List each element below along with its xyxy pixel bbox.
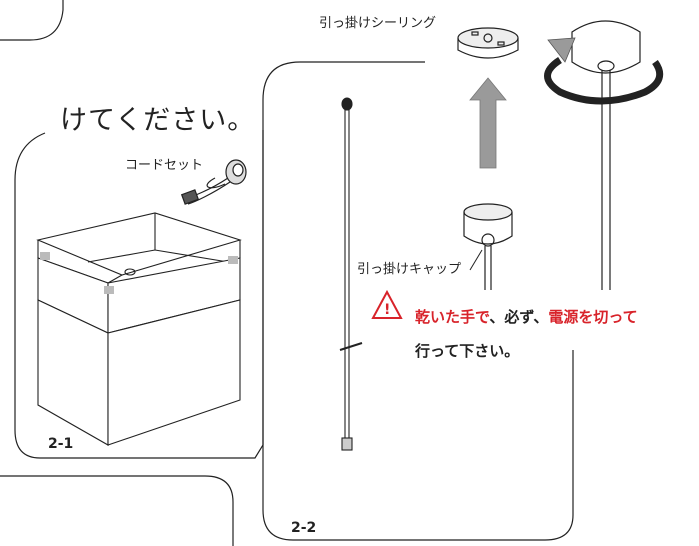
warning-must: 、必ず、 bbox=[489, 308, 549, 326]
warning-line-1: 乾いた手で、必ず、電源を切って bbox=[415, 306, 638, 327]
cord-set-label: コードセット bbox=[125, 158, 204, 173]
ceiling-hook-illustration bbox=[457, 27, 519, 59]
rotate-arrowhead-icon bbox=[547, 37, 576, 63]
panel-2-1-border bbox=[14, 130, 264, 459]
warning-line-2: 行って下さい。 bbox=[415, 342, 520, 360]
svg-text:!: ! bbox=[384, 302, 390, 318]
bottom-panel-border bbox=[0, 475, 234, 546]
ceiling-hook-label: 引っ掛けシーリング bbox=[319, 16, 437, 31]
instruction-heading: けてください。 bbox=[60, 105, 256, 136]
up-arrow-icon bbox=[469, 77, 507, 169]
cardboard-box bbox=[36, 212, 242, 446]
figure-number-2-1: 2-1 bbox=[48, 436, 74, 452]
hook-cap-pointer bbox=[469, 249, 483, 271]
panel-2-2-border-top bbox=[262, 61, 425, 101]
cord-set-illustration bbox=[180, 159, 247, 205]
panel-2-2-border bbox=[262, 100, 574, 541]
figure-number-2-2: 2-2 bbox=[291, 520, 317, 536]
rotate-arrow-icon bbox=[544, 57, 664, 105]
warning-power-off: 電源を切って bbox=[548, 308, 638, 326]
pendant-cord bbox=[339, 97, 363, 451]
top-panel-border bbox=[0, 0, 64, 41]
warning-dry-hands: 乾いた手で bbox=[415, 308, 490, 326]
installed-rose-illustration bbox=[571, 20, 641, 290]
hook-cap-label: 引っ掛けキャップ bbox=[357, 262, 462, 277]
warning-icon: ! bbox=[371, 289, 403, 319]
hook-cap-illustration bbox=[463, 203, 513, 290]
